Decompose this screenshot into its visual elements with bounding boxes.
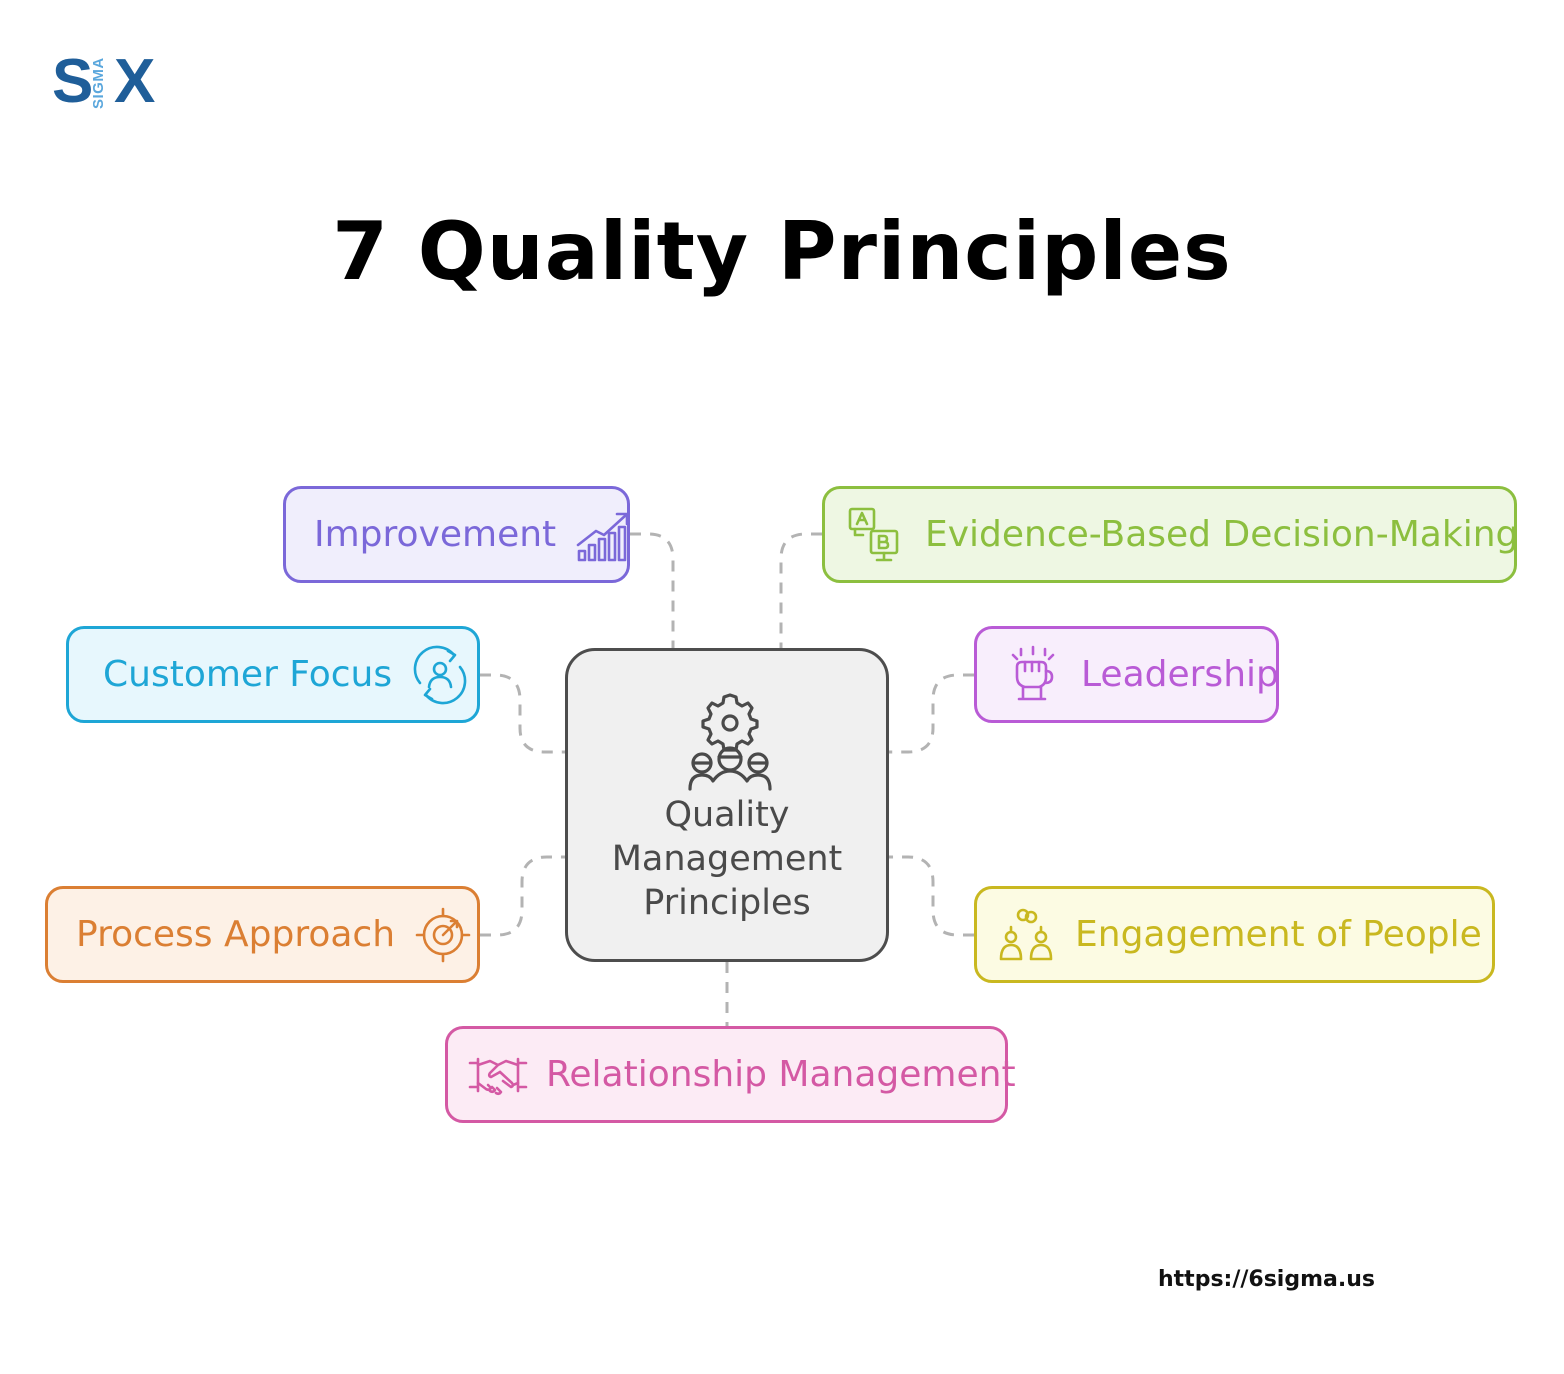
footer-url[interactable]: https://6sigma.us: [1158, 1267, 1375, 1292]
engagement-of-people-label: Engagement of People: [1075, 914, 1482, 955]
growth-chart-icon: [574, 505, 634, 565]
customer-focus-label: Customer Focus: [103, 654, 393, 695]
team-link-icon: [997, 905, 1057, 965]
sixsigma-logo: S SIGMA X: [52, 50, 164, 114]
evidence-based-decision-making-label: Evidence-Based Decision-Making: [925, 514, 1519, 555]
process-approach-label: Process Approach: [76, 914, 396, 955]
connector-engagement: [889, 855, 974, 937]
quality-management-principles-node: Quality Management Principles: [565, 648, 889, 962]
connector-customer: [480, 673, 565, 754]
leadership-box: Leadership: [974, 626, 1279, 723]
connector-evidence: [779, 532, 822, 648]
improvement-box: Improvement: [283, 486, 630, 583]
connector-process: [480, 855, 565, 937]
logo-x: X: [114, 47, 156, 116]
connector-improvement: [630, 532, 675, 648]
process-approach-box: Process Approach: [45, 886, 480, 983]
customer-cycle-icon: [410, 645, 470, 705]
leadership-label: Leadership: [1081, 654, 1279, 695]
center-label-line-2: Management: [611, 839, 843, 879]
improvement-label: Improvement: [314, 514, 557, 555]
relationship-management-box: Relationship Management: [445, 1026, 1016, 1123]
relationship-management-label: Relationship Management: [546, 1054, 1016, 1095]
connector-leadership: [889, 673, 974, 754]
ab-test-icon: [847, 505, 907, 565]
engagement-of-people-box: Engagement of People: [974, 886, 1495, 983]
center-label-line-3: Principles: [643, 883, 811, 923]
raised-fist-icon: [1003, 645, 1063, 705]
customer-focus-box: Customer Focus: [66, 626, 480, 723]
page-title: 7 Quality Principles: [332, 205, 1232, 298]
evidence-based-decision-making-box: Evidence-Based Decision-Making: [822, 486, 1519, 583]
target-dart-icon: [413, 905, 473, 965]
handshake-icon: [468, 1045, 528, 1105]
center-label: Quality Management Principles: [568, 793, 886, 925]
logo-s: S: [52, 47, 94, 116]
gear-people-icon: [680, 691, 780, 791]
center-label-line-1: Quality: [664, 795, 790, 835]
